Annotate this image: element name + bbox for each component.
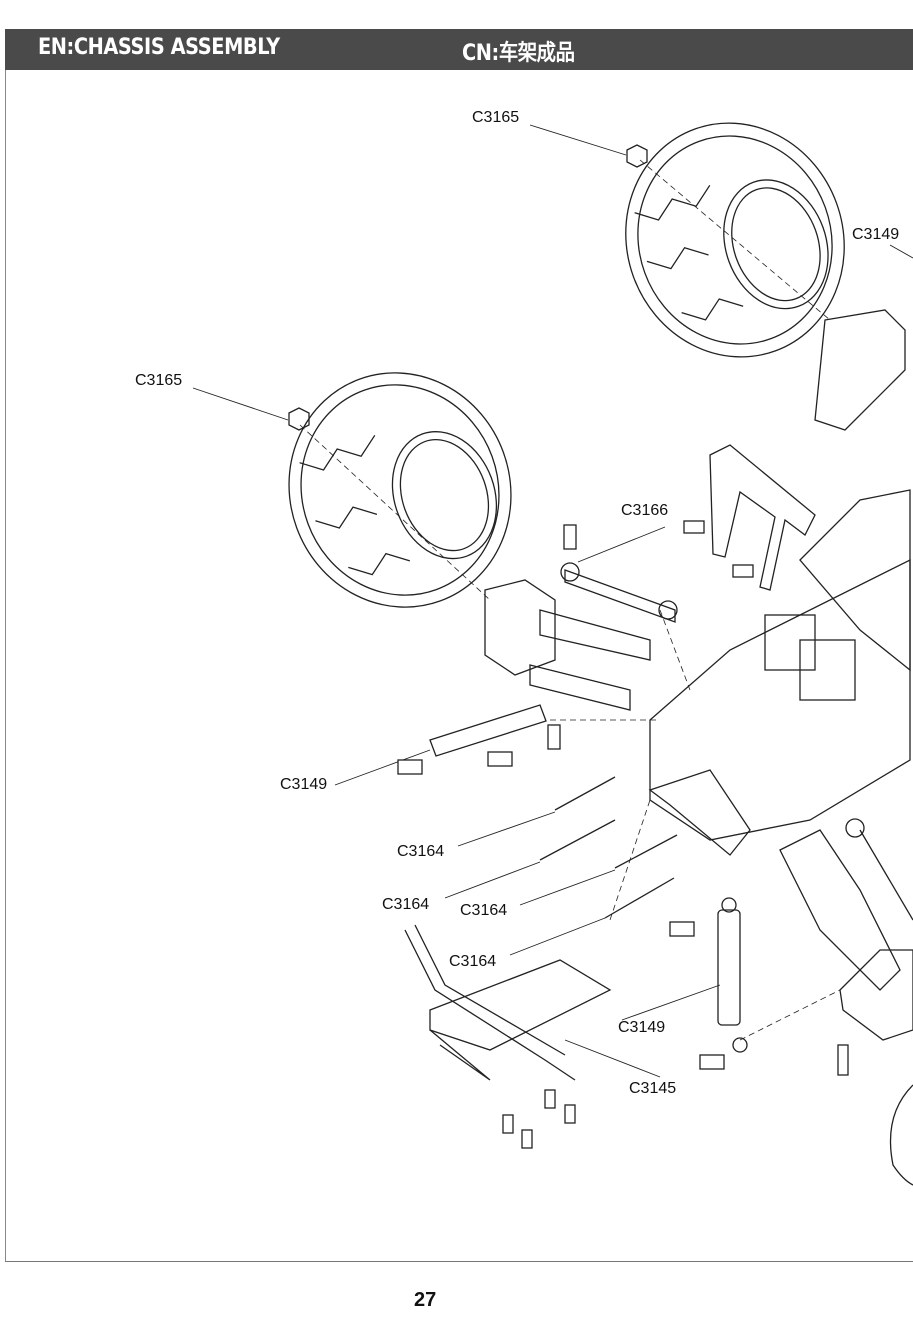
diagram-frame [5,70,913,1262]
screws [397,520,849,1149]
rear-shock [717,897,748,1053]
callout-c3164-3: C3164 [460,902,508,919]
callout-c3164-4: C3164 [449,953,497,970]
rear-suspension [648,769,913,1041]
left-tire [288,372,512,608]
nuts [288,144,648,431]
front-suspension [429,562,678,757]
callout-c3149-rear-shock: C3149 [618,1019,666,1036]
callout-c3165-left: C3165 [135,372,183,389]
title-cn: CN:车架成品 [462,41,575,66]
chassis [649,309,911,841]
callout-c3149-front-shock: C3149 [280,776,328,793]
callout-c3166: C3166 [621,502,669,519]
top-right-tire [625,122,845,358]
title-en: EN:CHASSIS ASSEMBLY [38,35,280,60]
front-bumper [404,924,612,1081]
callout-c3149-top-right: C3149 [852,226,900,243]
callout-c3145: C3145 [629,1080,677,1097]
pins [539,776,678,919]
callout-c3165-top: C3165 [472,109,520,126]
bottom-right-tire-partial [889,1084,913,1186]
section-header: EN:CHASSIS ASSEMBLY CN:车架成品 [5,29,913,70]
callout-c3164-1: C3164 [397,843,445,860]
page-number: 27 [414,1289,437,1311]
leader-lines [192,124,913,1078]
callout-c3164-2: C3164 [382,896,430,913]
dashed-guides [299,159,841,1041]
